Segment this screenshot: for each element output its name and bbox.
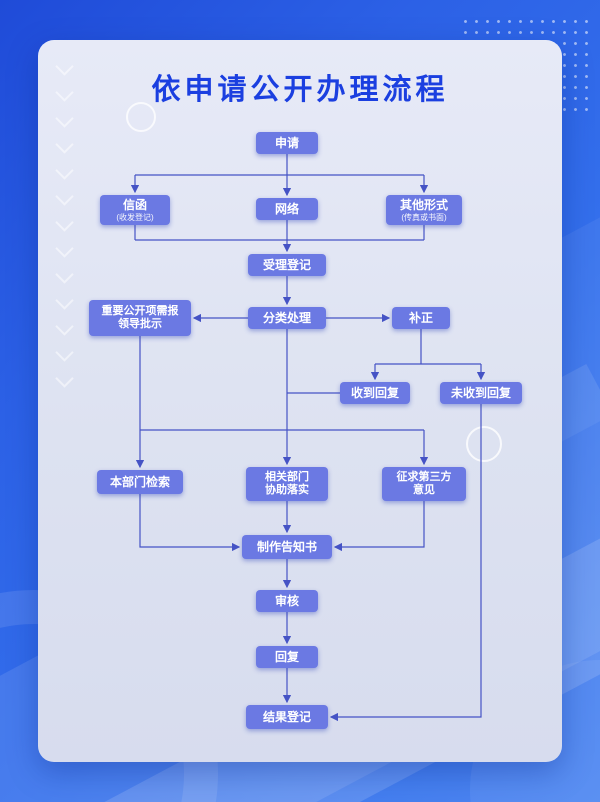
chevron-down-icon bbox=[55, 317, 74, 336]
chevron-down-icon bbox=[55, 239, 74, 258]
node-network-label: 网络 bbox=[274, 201, 299, 216]
ring-decoration bbox=[466, 426, 502, 462]
node-dept-search: 本部门检索 bbox=[97, 470, 183, 494]
node-review: 审核 bbox=[256, 590, 318, 612]
node-result-register: 结果登记 bbox=[246, 705, 328, 729]
node-letter-label: 信函 bbox=[122, 197, 147, 212]
node-letter: 信函 (收发登记) bbox=[100, 195, 170, 225]
node-make-notice-label: 制作告知书 bbox=[256, 539, 317, 554]
node-letter-sublabel: (收发登记) bbox=[116, 212, 154, 222]
node-classify-label: 分类处理 bbox=[262, 310, 311, 325]
chevron-down-icon bbox=[55, 369, 74, 388]
chevron-down-icon bbox=[55, 213, 74, 232]
node-supplement: 补正 bbox=[392, 307, 450, 329]
node-supplement-label: 补正 bbox=[408, 310, 433, 325]
node-reply-not-received-label: 未收到回复 bbox=[450, 385, 511, 400]
node-reply-label: 回复 bbox=[274, 649, 299, 664]
node-important-approval-line2: 领导批示 bbox=[118, 318, 162, 330]
node-network: 网络 bbox=[256, 198, 318, 220]
node-other-form: 其他形式 (传真或书面) bbox=[386, 195, 462, 225]
node-accept-register: 受理登记 bbox=[248, 254, 326, 276]
node-dept-assist: 相关部门 协助落实 bbox=[246, 467, 328, 501]
chevron-column-decoration bbox=[55, 57, 74, 398]
node-apply: 申请 bbox=[256, 132, 318, 154]
node-accept-register-label: 受理登记 bbox=[262, 257, 311, 272]
chevron-down-icon bbox=[55, 161, 74, 180]
node-reply-not-received: 未收到回复 bbox=[440, 382, 522, 404]
node-third-party-line2: 意见 bbox=[413, 484, 435, 496]
chevron-down-icon bbox=[55, 291, 74, 310]
node-make-notice: 制作告知书 bbox=[242, 535, 332, 559]
chevron-down-icon bbox=[55, 135, 74, 154]
node-third-party-line1: 征求第三方 bbox=[396, 470, 452, 483]
chevron-down-icon bbox=[55, 265, 74, 284]
node-important-approval-line1: 重要公开项需报 bbox=[101, 304, 179, 317]
node-reply: 回复 bbox=[256, 646, 318, 668]
node-apply-label: 申请 bbox=[274, 135, 299, 150]
page-title: 依申请公开办理流程 bbox=[151, 74, 449, 106]
ring-decoration bbox=[126, 102, 156, 132]
chevron-down-icon bbox=[55, 343, 74, 362]
node-dept-assist-line2: 协助落实 bbox=[265, 484, 309, 496]
node-important-approval: 重要公开项需报 领导批示 bbox=[89, 300, 191, 336]
chevron-down-icon bbox=[55, 187, 74, 206]
node-other-form-label: 其他形式 bbox=[399, 197, 448, 212]
node-reply-received-label: 收到回复 bbox=[350, 385, 399, 400]
node-review-label: 审核 bbox=[274, 593, 299, 608]
node-other-form-sublabel: (传真或书面) bbox=[401, 212, 447, 222]
node-dept-assist-line1: 相关部门 bbox=[265, 470, 309, 483]
node-result-register-label: 结果登记 bbox=[262, 709, 311, 724]
node-dept-search-label: 本部门检索 bbox=[109, 474, 170, 489]
node-reply-received: 收到回复 bbox=[340, 382, 410, 404]
node-classify: 分类处理 bbox=[248, 307, 326, 329]
node-third-party: 征求第三方 意见 bbox=[382, 467, 466, 501]
chevron-down-icon bbox=[55, 109, 74, 128]
